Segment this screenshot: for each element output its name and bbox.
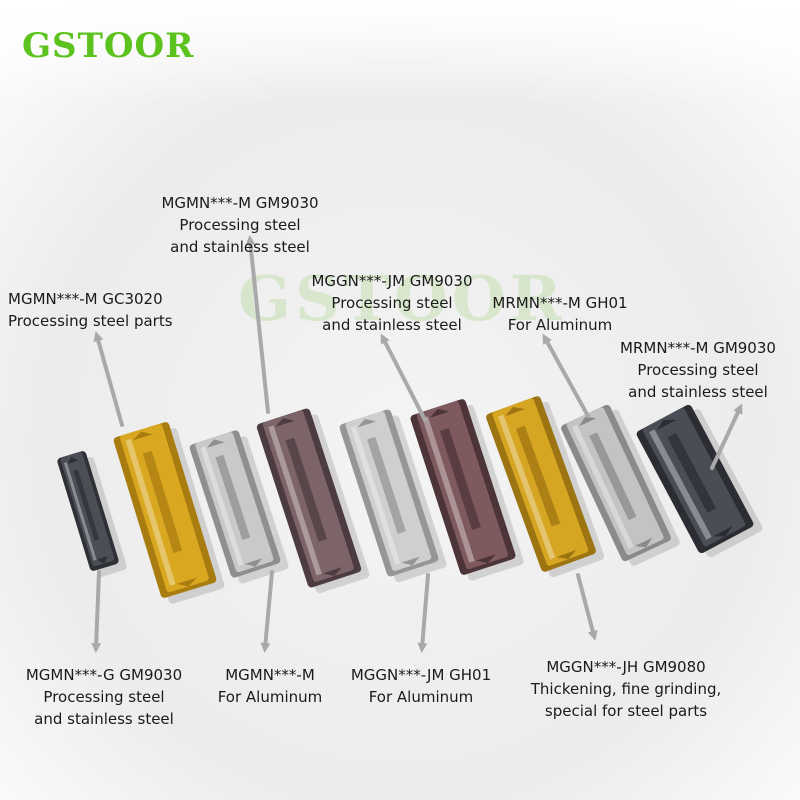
callout-arrow: [91, 570, 102, 653]
label-usage: Thickening, fine grinding,: [530, 680, 722, 698]
label-model: MGGN***-JM GH01: [350, 666, 492, 684]
callout-arrow: [417, 573, 430, 653]
insert-groove: [667, 432, 717, 514]
insert-mrmn-m-gh01: [561, 404, 680, 566]
label-usage: Processing steel: [331, 294, 453, 312]
insert-highlight: [649, 429, 712, 540]
insert-cutting-tip: [505, 406, 525, 417]
insert-cutting-tip: [556, 549, 577, 560]
insert-cutting-tip: [578, 416, 597, 427]
label-usage: For Aluminum: [217, 688, 323, 706]
label-model: MGMN***-M GC3020: [8, 290, 163, 308]
insert-highlight: [350, 425, 401, 565]
label-model: MGMN***-M GM9030: [161, 194, 319, 212]
label-usage: and stainless steel: [34, 710, 174, 728]
brand-logo: GSTOOR: [22, 26, 195, 66]
insert-mggn-jm-gh01: [339, 409, 447, 583]
insert-mgmn-m-gc3020: [113, 422, 225, 604]
label-model: MGGN***-JH GM9080: [546, 658, 706, 676]
label-mgmn-m-gc3020: MGMN***-M GC3020 Processing steel parts: [8, 288, 173, 332]
insert-cutting-tip: [67, 456, 79, 464]
callout-arrow: [260, 570, 274, 653]
label-model: MRMN***-M GM9030: [620, 339, 776, 357]
label-usage: and stainless steel: [170, 238, 310, 256]
insert-highlight: [125, 438, 176, 586]
insert-cutting-tip: [357, 418, 376, 428]
label-usage: Processing steel: [179, 216, 301, 234]
insert-cutting-tip: [475, 554, 496, 564]
label-mrmn-m-gh01: MRMN***-M GH01 For Aluminum: [470, 292, 650, 336]
label-model: MRMN***-M GH01: [492, 294, 628, 312]
insert-highlight: [422, 416, 475, 563]
insert-mgmn-m-gm9030: [256, 408, 370, 594]
insert-highlight: [63, 462, 97, 561]
insert-cutting-tip: [322, 567, 343, 576]
insert-cutting-tip: [401, 556, 420, 566]
insert-highlight: [572, 425, 634, 549]
label-usage: For Aluminum: [368, 688, 474, 706]
label-model: MGMN***-M: [225, 666, 315, 684]
label-mgmn-g-gm9030: MGMN***-G GM9030 Processing steel and st…: [2, 664, 206, 730]
insert-mggn-jh-gm9080: [486, 396, 605, 578]
insert-cutting-tip: [712, 525, 733, 537]
label-model: MGMN***-G GM9030: [25, 666, 183, 684]
insert-mgmn-g-gm9030: [57, 451, 127, 577]
insert-groove: [515, 425, 561, 527]
callout-arrow: [93, 331, 124, 427]
label-usage: and stainless steel: [322, 316, 462, 334]
insert-cutting-tip: [132, 431, 153, 441]
label-usage: Processing steel: [43, 688, 165, 706]
insert-groove: [589, 432, 637, 521]
insert-groove: [285, 437, 328, 542]
label-usage: Processing steel: [637, 361, 759, 379]
label-usage: Processing steel parts: [8, 312, 173, 330]
insert-groove: [367, 436, 406, 534]
label-usage: For Aluminum: [507, 316, 613, 334]
watermark: GSTOOR: [238, 262, 566, 335]
insert-highlight: [497, 414, 556, 560]
insert-mgmn-m-al: [189, 430, 289, 584]
label-usage: special for steel parts: [544, 702, 708, 720]
label-mggn-jm-gm9030: MGGN***-JM GM9030 Processing steel and s…: [292, 270, 492, 336]
label-usage: and stainless steel: [628, 383, 768, 401]
label-mggn-jh-gm9080: MGGN***-JH GM9080 Thickening, fine grind…: [512, 656, 740, 722]
label-mgmn-m-gm9030: MGMN***-M GM9030 Processing steel and st…: [140, 192, 340, 258]
callout-arrow: [542, 333, 590, 418]
callout-arrow: [245, 235, 270, 414]
insert-highlight: [268, 425, 322, 576]
label-mrmn-m-gm9030: MRMN***-M GM9030 Processing steel and st…: [600, 337, 796, 403]
insert-groove: [73, 469, 100, 542]
insert-cutting-tip: [656, 419, 677, 431]
label-mggn-jm-gh01: MGGN***-JM GH01 For Aluminum: [336, 664, 506, 708]
label-model: MGGN***-JM GM9030: [311, 272, 473, 290]
insert-cutting-tip: [176, 577, 197, 587]
callout-arrow: [380, 333, 427, 422]
insert-cutting-tip: [244, 558, 263, 567]
callout-arrow: [576, 573, 598, 641]
inserts-group: [57, 396, 763, 604]
insert-groove: [439, 428, 481, 530]
insert-groove: [142, 450, 183, 554]
insert-groove: [215, 454, 251, 540]
insert-cutting-tip: [429, 409, 450, 418]
insert-cutting-tip: [97, 556, 108, 564]
label-mgmn-m-aluminum: MGMN***-M For Aluminum: [205, 664, 335, 708]
insert-mrmn-m-gm9030: [636, 404, 763, 558]
arrows-group: [91, 235, 743, 653]
insert-mggn-jm-gm9030: [410, 399, 524, 581]
insert-cutting-tip: [634, 537, 653, 548]
insert-highlight: [200, 446, 244, 566]
insert-cutting-tip: [206, 439, 225, 448]
callout-arrow: [710, 403, 743, 470]
insert-cutting-tip: [275, 418, 295, 427]
